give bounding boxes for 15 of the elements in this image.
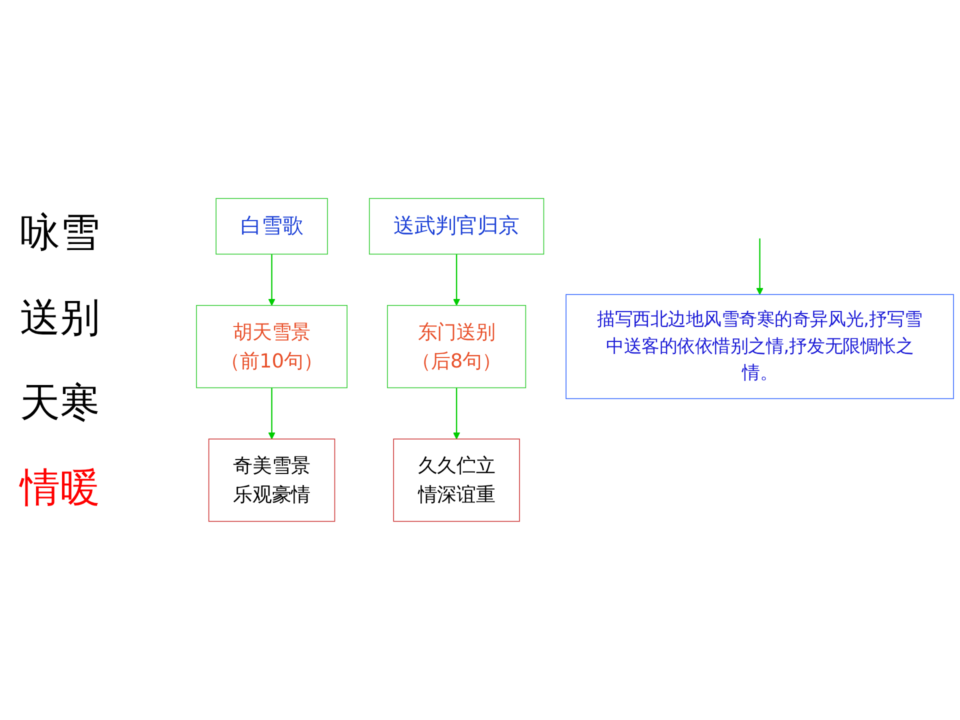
node-box: 描写西北边地风雪奇寒的奇异风光,抒写雪中送客的依依惜别之情,抒发无限惆怅之情。 [566, 294, 954, 400]
node-box: 奇美雪景 乐观豪情 [208, 438, 336, 522]
label-text: 咏雪 [20, 209, 101, 258]
arrow [453, 388, 460, 440]
arrow [268, 388, 276, 440]
node-box: 东门送别 （后8句） [387, 305, 526, 388]
label-text: 送别 [20, 294, 101, 343]
node-box: 白雪歌 [216, 198, 328, 255]
arrow [268, 254, 276, 306]
node-box: 胡天雪景 （前10句） [196, 305, 348, 388]
arrow [453, 254, 460, 306]
label-text: 情暖 [20, 464, 101, 513]
node-box: 送武判官归京 [368, 198, 544, 255]
arrow [756, 238, 764, 295]
label-text: 天寒 [20, 379, 101, 428]
